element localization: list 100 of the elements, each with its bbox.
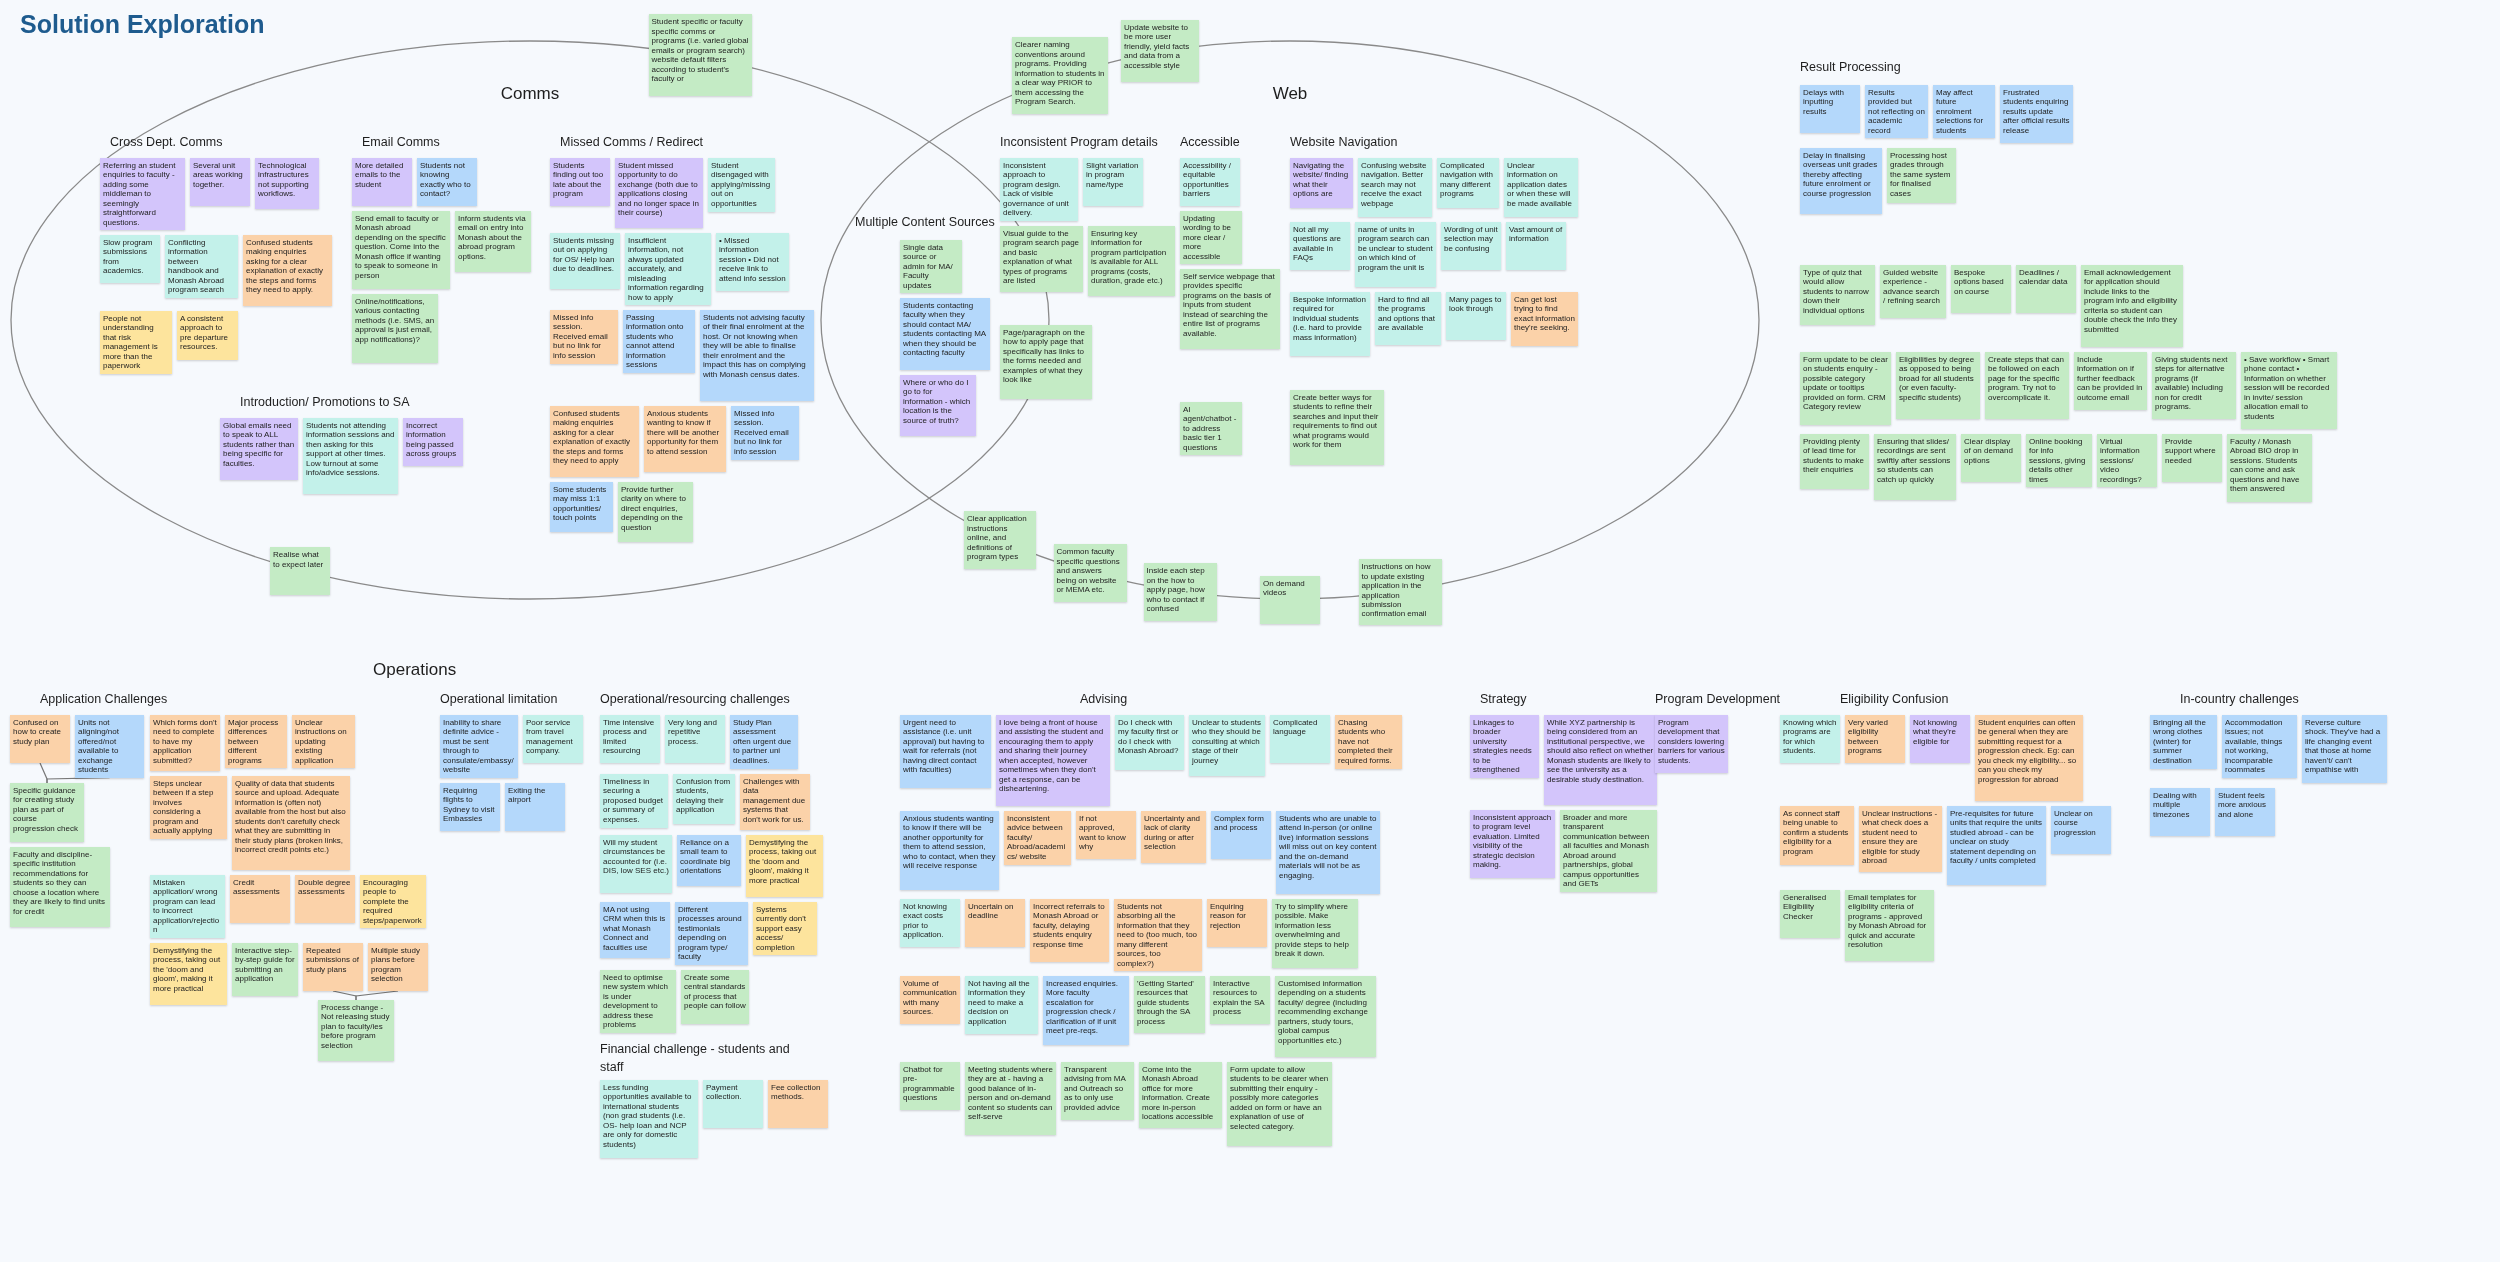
sticky-note: Steps unclear between if a step involves considering a program and actually applying — [150, 776, 227, 839]
sticky-note: Insufficient information, not always updated accurately, and misleading information regarding how to apply — [625, 233, 711, 306]
sticky-note: Updating wording to be more clear / more accessible — [1180, 211, 1242, 265]
sticky-note: Confused students making enquiries asking for a clear explanation of exactly the steps and forms they need to apply. — [243, 235, 332, 306]
sticky-note: Major process differences between different programs — [225, 715, 287, 769]
sticky-note: Come into the Monash Abroad office for more information. Create more in-person locations accessible — [1139, 1062, 1222, 1128]
sticky-note: Type of quiz that would allow students to narrow down their individual options — [1800, 265, 1875, 325]
sticky-note: If not approved, want to know why — [1076, 811, 1136, 859]
sticky-note: Confused on how to create study plan — [10, 715, 70, 763]
sticky-note: Reverse culture shock. They've had a life changing event that those at home haven't/ can't empathise with — [2302, 715, 2387, 783]
sticky-note: Students missing out on applying for OS/ Help loan due to deadlines. — [550, 233, 620, 289]
sticky-note: Provide support where needed — [2162, 434, 2222, 482]
sticky-note: Send email to faculty or Monash abroad depending on the specific question. Come into the Monash office if wanting to speak to someone in person — [352, 211, 450, 289]
sticky-note: Unclear information on application dates or when these will be made available — [1504, 158, 1578, 217]
section-heading: Email Comms — [362, 135, 440, 149]
sticky-note: Urgent need to assistance (i.e. unit approval) but having to wait for referrals (not having direct contact with faculties) — [900, 715, 991, 788]
sticky-note: MA not using CRM when this is what Monash Connect and faculties use — [600, 902, 670, 958]
sticky-note: Bespoke options based on course — [1951, 265, 2011, 313]
sticky-note: Results provided but not reflecting on academic record — [1865, 85, 1928, 139]
sticky-note: Online/notifications, various contacting methods (i.e. SMS, an approval is just email, app notifications)? — [352, 294, 438, 363]
sticky-note: Not having all the information they need to make a decision on application — [965, 976, 1038, 1034]
sticky-note: Inconsistent approach to program level evaluation. Limited visibility of the strategic decision making. — [1470, 810, 1555, 878]
sticky-note: Incorrect information being passed across groups — [403, 418, 463, 466]
sticky-note: Delays with inputting results — [1800, 85, 1860, 133]
sticky-note: Wording of unit selection may be confusing — [1441, 222, 1501, 270]
sticky-note: Meeting students where they are at - having a good balance of in-person and on-demand content so students can self-serve — [965, 1062, 1056, 1135]
sticky-note: Navigating the website/ finding what their options are — [1290, 158, 1353, 208]
sticky-note: Accessibility / equitable opportunities barriers — [1180, 158, 1240, 206]
section-heading: Eligibility Confusion — [1840, 692, 1949, 706]
sticky-note: Confusing website navigation. Better search may not receive the exact webpage — [1358, 158, 1432, 217]
sticky-note: Common faculty specific questions and answers being on website or MEMA etc. — [1053, 544, 1127, 603]
section-heading: Operational limitation — [440, 692, 558, 706]
sticky-note: Unclear to students who they should be consulting at which stage of their journey — [1189, 715, 1265, 776]
sticky-note: Anxious students wanting to know if there will be another opportunity for them to attend session, who to contact, when they will receive response — [900, 811, 999, 890]
sticky-note: Customised information depending on a students faculty/ degree (including recommending exchange partners, study tours, global campus opportunities etc.) — [1275, 976, 1376, 1057]
section-heading: Multiple Content Sources — [855, 215, 995, 229]
sticky-note: Requiring flights to Sydney to visit Embassies — [440, 783, 500, 831]
sticky-note: Guided website experience - advance search / refining search — [1880, 265, 1946, 318]
sticky-note: Inconsistent advice between faculty/ Abroad/academics/ website — [1004, 811, 1071, 865]
sticky-note: Units not aligning/not offered/not available to exchange students — [75, 715, 144, 778]
sticky-note: Deadlines / calendar data — [2016, 265, 2076, 313]
sticky-note: Providing plenty of lead time for students to make their enquiries — [1800, 434, 1869, 489]
section-heading: Financial challenge - students and staff — [600, 1041, 790, 1076]
sticky-note: Credit assessments — [230, 875, 290, 923]
sticky-note: Demystifying the process, taking out the 'doom and gloom', making it more practical — [150, 943, 227, 1005]
sticky-note: Inform students via email on entry into Monash about the abroad program options. — [455, 211, 531, 272]
sticky-note: Unclear instructions - what check does a student need to ensure they are eligible for study abroad — [1859, 806, 1942, 872]
board-title: Solution Exploration — [20, 10, 265, 39]
sticky-note: Try to simplify where possible. Make information less overwhelming and provide steps to help break it down. — [1272, 899, 1358, 968]
sticky-note: Hard to find all the programs and options that are available — [1375, 292, 1441, 345]
sticky-note: Faculty / Monash Abroad BIO drop in sessions. Students can come and ask questions and have them answered — [2227, 434, 2312, 502]
sticky-note: Students not absorbing all the information that they need to (too much, too many different sources, too complex?) — [1114, 899, 1202, 972]
sticky-note: Study Plan assessment often urgent due to partner uni deadlines. — [730, 715, 798, 769]
sticky-note: Ensuring that slides/ recordings are sent swiftly after sessions so students can catch up quickly — [1874, 434, 1956, 500]
sticky-note: Bringing all the wrong clothes (winter) for summer destination — [2150, 715, 2217, 769]
sticky-note: Some students may miss 1:1 opportunities/ touch points — [550, 482, 613, 532]
sticky-note: Complicated language — [1270, 715, 1330, 763]
sticky-note: Conflicting information between handbook and Monash Abroad program search — [165, 235, 238, 298]
sticky-note: Inconsistent approach to program design. Lack of visible governance of unit delivery. — [1000, 158, 1078, 221]
sticky-note: Process change - Not releasing study plan to faculty/ies before program selection — [318, 1000, 394, 1061]
group-heading: Web — [1272, 84, 1308, 104]
sticky-note: Clearer naming conventions around programs. Providing information to students in a clear way PRIOR to them accessing the Program Search. — [1012, 37, 1108, 115]
sticky-note: Unclear instructions on updating existing application — [292, 715, 355, 769]
sticky-note: Not all my questions are available in FAQs — [1290, 222, 1350, 270]
sticky-note: Missed info session. Received email but no link for info session — [550, 310, 618, 364]
sticky-note: Exiting the airport — [505, 783, 565, 831]
sticky-note: I love being a front of house and assisting the student and encouraging them to apply and sharing their journey when accepted, however sometimes when they don't get a response, can be disheartening. — [996, 715, 1110, 806]
sticky-note: Slow program submissions from academics. — [100, 235, 160, 283]
sticky-note: Inability to share definite advice - must be sent through to consulate/embassy/ website — [440, 715, 518, 778]
sticky-note: Visual guide to the program search page and basic explanation of what types of programs are listed — [1000, 226, 1083, 292]
sticky-note: Volume of communication with many sources. — [900, 976, 960, 1024]
sticky-note: Mistaken application/ wrong program can lead to incorrect application/rejection — [150, 875, 225, 938]
sticky-note: Demystifying the process, taking out the 'doom and gloom', making it more practical — [746, 835, 823, 897]
sticky-note: Email acknowledgement for application should include links to the program info and eligibility criteria so student can double check the info they submitted — [2081, 265, 2183, 347]
sticky-note: Update website to be more user friendly, yield facts and data from a accessible style — [1121, 19, 1199, 82]
sticky-note: Page/paragraph on the how to apply page that specifically has links to the forms needed and examples of what they look like — [1000, 325, 1092, 399]
sticky-note: Clear application instructions online, and definitions of program types — [964, 511, 1036, 570]
sticky-note: Student enquiries can often be general when they are submitting request for a progression check. Eg: can you check my eligibility... so can you check my progression for abroad — [1975, 715, 2083, 801]
sticky-note: Self service webpage that provides specific programs on the basis of inputs from student instead of searching the entire list of programs available. — [1180, 269, 1280, 349]
sticky-note: Unclear on course progression — [2051, 806, 2111, 854]
sticky-note: name of units in program search can be unclear to student on which kind of program the unit is — [1355, 222, 1436, 287]
sticky-note: Giving students next steps for alternative programs (if available) including non for credit programs. — [2152, 352, 2236, 419]
sticky-note: Linkages to broader university strategies needs to be strengthened — [1470, 715, 1539, 778]
sticky-note: Inside each step on the how to apply page, how who to contact if confused — [1143, 563, 1217, 622]
sticky-note: Complex form and process — [1211, 811, 1271, 859]
section-heading: Application Challenges — [40, 692, 168, 706]
sticky-note: Anxious students wanting to know if there will be another opportunity for them to attend session — [644, 406, 726, 472]
sticky-note: Student missed opportunity to do exchange (both due to applications closing and no longer space in their course) — [615, 158, 703, 228]
sticky-note: While XYZ partnership is being considered from an institutional perspective, we should also reflect on whether Monash students are likely to see the university as a desirable study destination. — [1544, 715, 1657, 805]
sticky-note: Transparent advising from MA and Outreach so as to only use provided advice — [1061, 1062, 1134, 1120]
sticky-note: Very long and repetitive process. — [665, 715, 725, 763]
sticky-note: Incorrect referrals to Monash Abroad or faculty, delaying students enquiry response time — [1030, 899, 1109, 962]
sticky-note: Faculty and discipline-specific institution recommendations for students so they can choose a location where they are likely to find units for credit — [10, 847, 110, 927]
sticky-note: Program development that considers lowering barriers for various students. — [1655, 715, 1728, 773]
sticky-note: Accommodation issues; not available, things not working, incomparable roommates — [2222, 715, 2297, 778]
sticky-note: Referring an student enquiries to faculty - adding some middleman to seemingly straightforward questions. — [100, 158, 185, 231]
sticky-note: Processing host grades through the same system for finalised cases — [1887, 148, 1956, 203]
sticky-note: Broader and more transparent communication between all faculties and Monash Abroad around partnerships, global campus opportunities and GETs — [1560, 810, 1657, 892]
sticky-note: Where or who do I go to for information - which location is the source of truth? — [900, 375, 976, 436]
sticky-note: Chasing students who have not completed their required forms. — [1335, 715, 1402, 769]
